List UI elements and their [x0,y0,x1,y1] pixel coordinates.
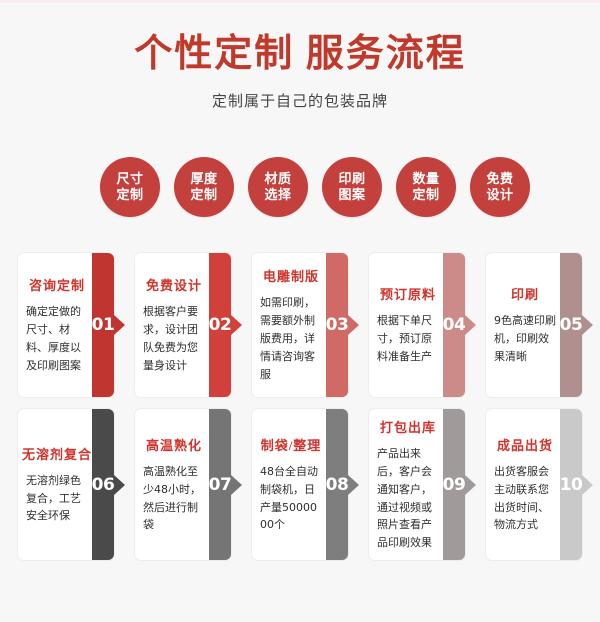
process-step-content: 电雕制版如需印刷，需要额外制版费用，详情请咨询客服 [252,253,328,397]
process-step-card[interactable]: 制袋/整理 48台全自动制袋机，日产量5000000个 08 [251,408,359,561]
feature-circle-3[interactable]: 材质选择 [248,157,308,217]
process-step-description: 根据下单尺寸，预订原料准备生产 [377,314,432,363]
process-step-number-badge: 05 [559,253,593,397]
process-step-description: 48台全自动制袋机，日产量5000000个 [260,464,318,532]
feature-circle-line2: 设计 [486,187,514,202]
process-step-content: 制袋/整理 48台全自动制袋机，日产量5000000个 [252,409,328,560]
process-step-arrow-icon [231,315,242,335]
process-step-title: 制袋/整理 [260,437,322,453]
process-step-arrow-icon [114,315,125,335]
feature-circle-4[interactable]: 印刷图案 [322,157,382,217]
process-step-description: 产品出来后，客户会通知客户，通过视频或照片查看产品印刷效果 [377,447,432,550]
process-step-title: 高温熟化 [145,437,202,453]
feature-circle-2[interactable]: 厚度定制 [174,157,234,217]
feature-circle-line1: 免费 [486,170,514,186]
process-step-content: 免费设计根据客户要求，设计团队免费为您量身设计 [135,253,211,397]
feature-circle-line1: 材质 [264,170,292,186]
process-step-number: 03 [325,315,349,335]
feature-circle-line1: 尺寸 [116,170,144,186]
header: 个性定制 服务流程 定制属于自己的包装品牌 [0,33,600,111]
feature-circle-line2: 定制 [116,187,144,202]
feature-circle-line2: 定制 [412,187,440,202]
process-step-number: 08 [325,474,349,495]
process-step-content: 预订原料根据下单尺寸，预订原料准备生产 [369,253,445,397]
process-step-title: 免费设计 [145,278,202,294]
feature-circle-5[interactable]: 数量定制 [396,157,456,217]
process-step-arrow-icon [582,315,593,335]
process-step-number-badge: 01 [91,253,125,397]
process-step-arrow-icon [465,315,476,335]
feature-circle-1[interactable]: 尺寸定制 [100,157,160,217]
process-step-arrow-icon [114,474,125,495]
process-step-description: 无溶剂绿色复合，工艺安全环保 [26,473,81,523]
process-step-arrow-icon [348,474,359,495]
top-accent-strip [0,0,600,3]
process-step-number: 09 [442,474,466,495]
process-step-description: 9色高速印刷机，印刷效果清晰 [494,314,556,363]
feature-circle-line1: 数量 [412,170,440,186]
process-step-number-badge: 08 [325,409,359,560]
feature-circle-line2: 定制 [190,187,218,202]
process-step-title: 无溶剂复合 [22,446,93,462]
process-step-number-badge: 04 [442,253,476,397]
feature-circle-6[interactable]: 免费设计 [470,157,530,217]
process-step-title: 电雕制版 [262,269,319,285]
process-step-title: 成品出货 [496,437,553,453]
process-step-content: 高温熟化高温熟化至少48小时，然后进行制袋 [135,409,211,560]
process-step-content: 咨询定制确定定做的尺寸、材料、厚度以及印刷图案 [18,253,94,397]
feature-circle-line1: 印刷 [338,170,366,186]
process-step-description: 根据客户要求，设计团队免费为您量身设计 [143,305,198,372]
process-step-arrow-icon [465,474,476,495]
process-step-description: 确定定做的尺寸、材料、厚度以及印刷图案 [26,305,81,372]
process-step-number: 01 [91,315,115,335]
process-step-number: 04 [442,315,466,335]
process-step-number: 10 [559,474,583,495]
process-step-number-badge: 06 [91,409,125,560]
process-step-number: 07 [208,474,232,495]
feature-circle-line2: 选择 [264,187,292,202]
process-step-number-badge: 02 [208,253,242,397]
feature-circle-line2: 图案 [338,187,366,202]
process-step-number-badge: 03 [325,253,359,397]
process-step-arrow-icon [348,315,359,335]
process-step-content: 打包出库产品出来后，客户会通知客户，通过视频或照片查看产品印刷效果 [369,409,445,560]
feature-circle-line1: 厚度 [190,170,218,186]
process-step-arrow-icon [582,474,593,495]
feature-circle-list: 尺寸定制厚度定制材质选择印刷图案数量定制免费设计 [0,157,600,219]
process-step-content: 成品出货出货客服会主动联系您出货时间、物流方式 [486,409,562,560]
process-step-number-badge: 07 [208,409,242,560]
process-step-number: 05 [559,315,583,335]
process-step-title: 打包出库 [379,420,436,436]
process-step-description: 出货客服会主动联系您出货时间、物流方式 [494,464,549,532]
process-step-content: 印刷 9色高速印刷机，印刷效果清晰 [486,253,562,397]
process-step-title: 咨询定制 [28,278,85,294]
process-step-title: 预订原料 [379,287,436,303]
page-title: 个性定制 服务流程 [134,33,466,75]
page-subtitle: 定制属于自己的包装品牌 [211,91,388,110]
process-step-description: 如需印刷，需要额外制版费用，详情请咨询客服 [260,296,315,381]
process-step-number: 02 [208,315,232,335]
process-step-description: 高温熟化至少48小时，然后进行制袋 [143,464,201,532]
process-step-arrow-icon [231,474,242,495]
process-step-title: 印刷 [510,287,539,303]
process-step-number-badge: 10 [559,409,593,560]
process-step-content: 无溶剂复合无溶剂绿色复合，工艺安全环保 [18,409,94,560]
process-step-number-badge: 09 [442,409,476,560]
process-step-number: 06 [91,474,115,495]
